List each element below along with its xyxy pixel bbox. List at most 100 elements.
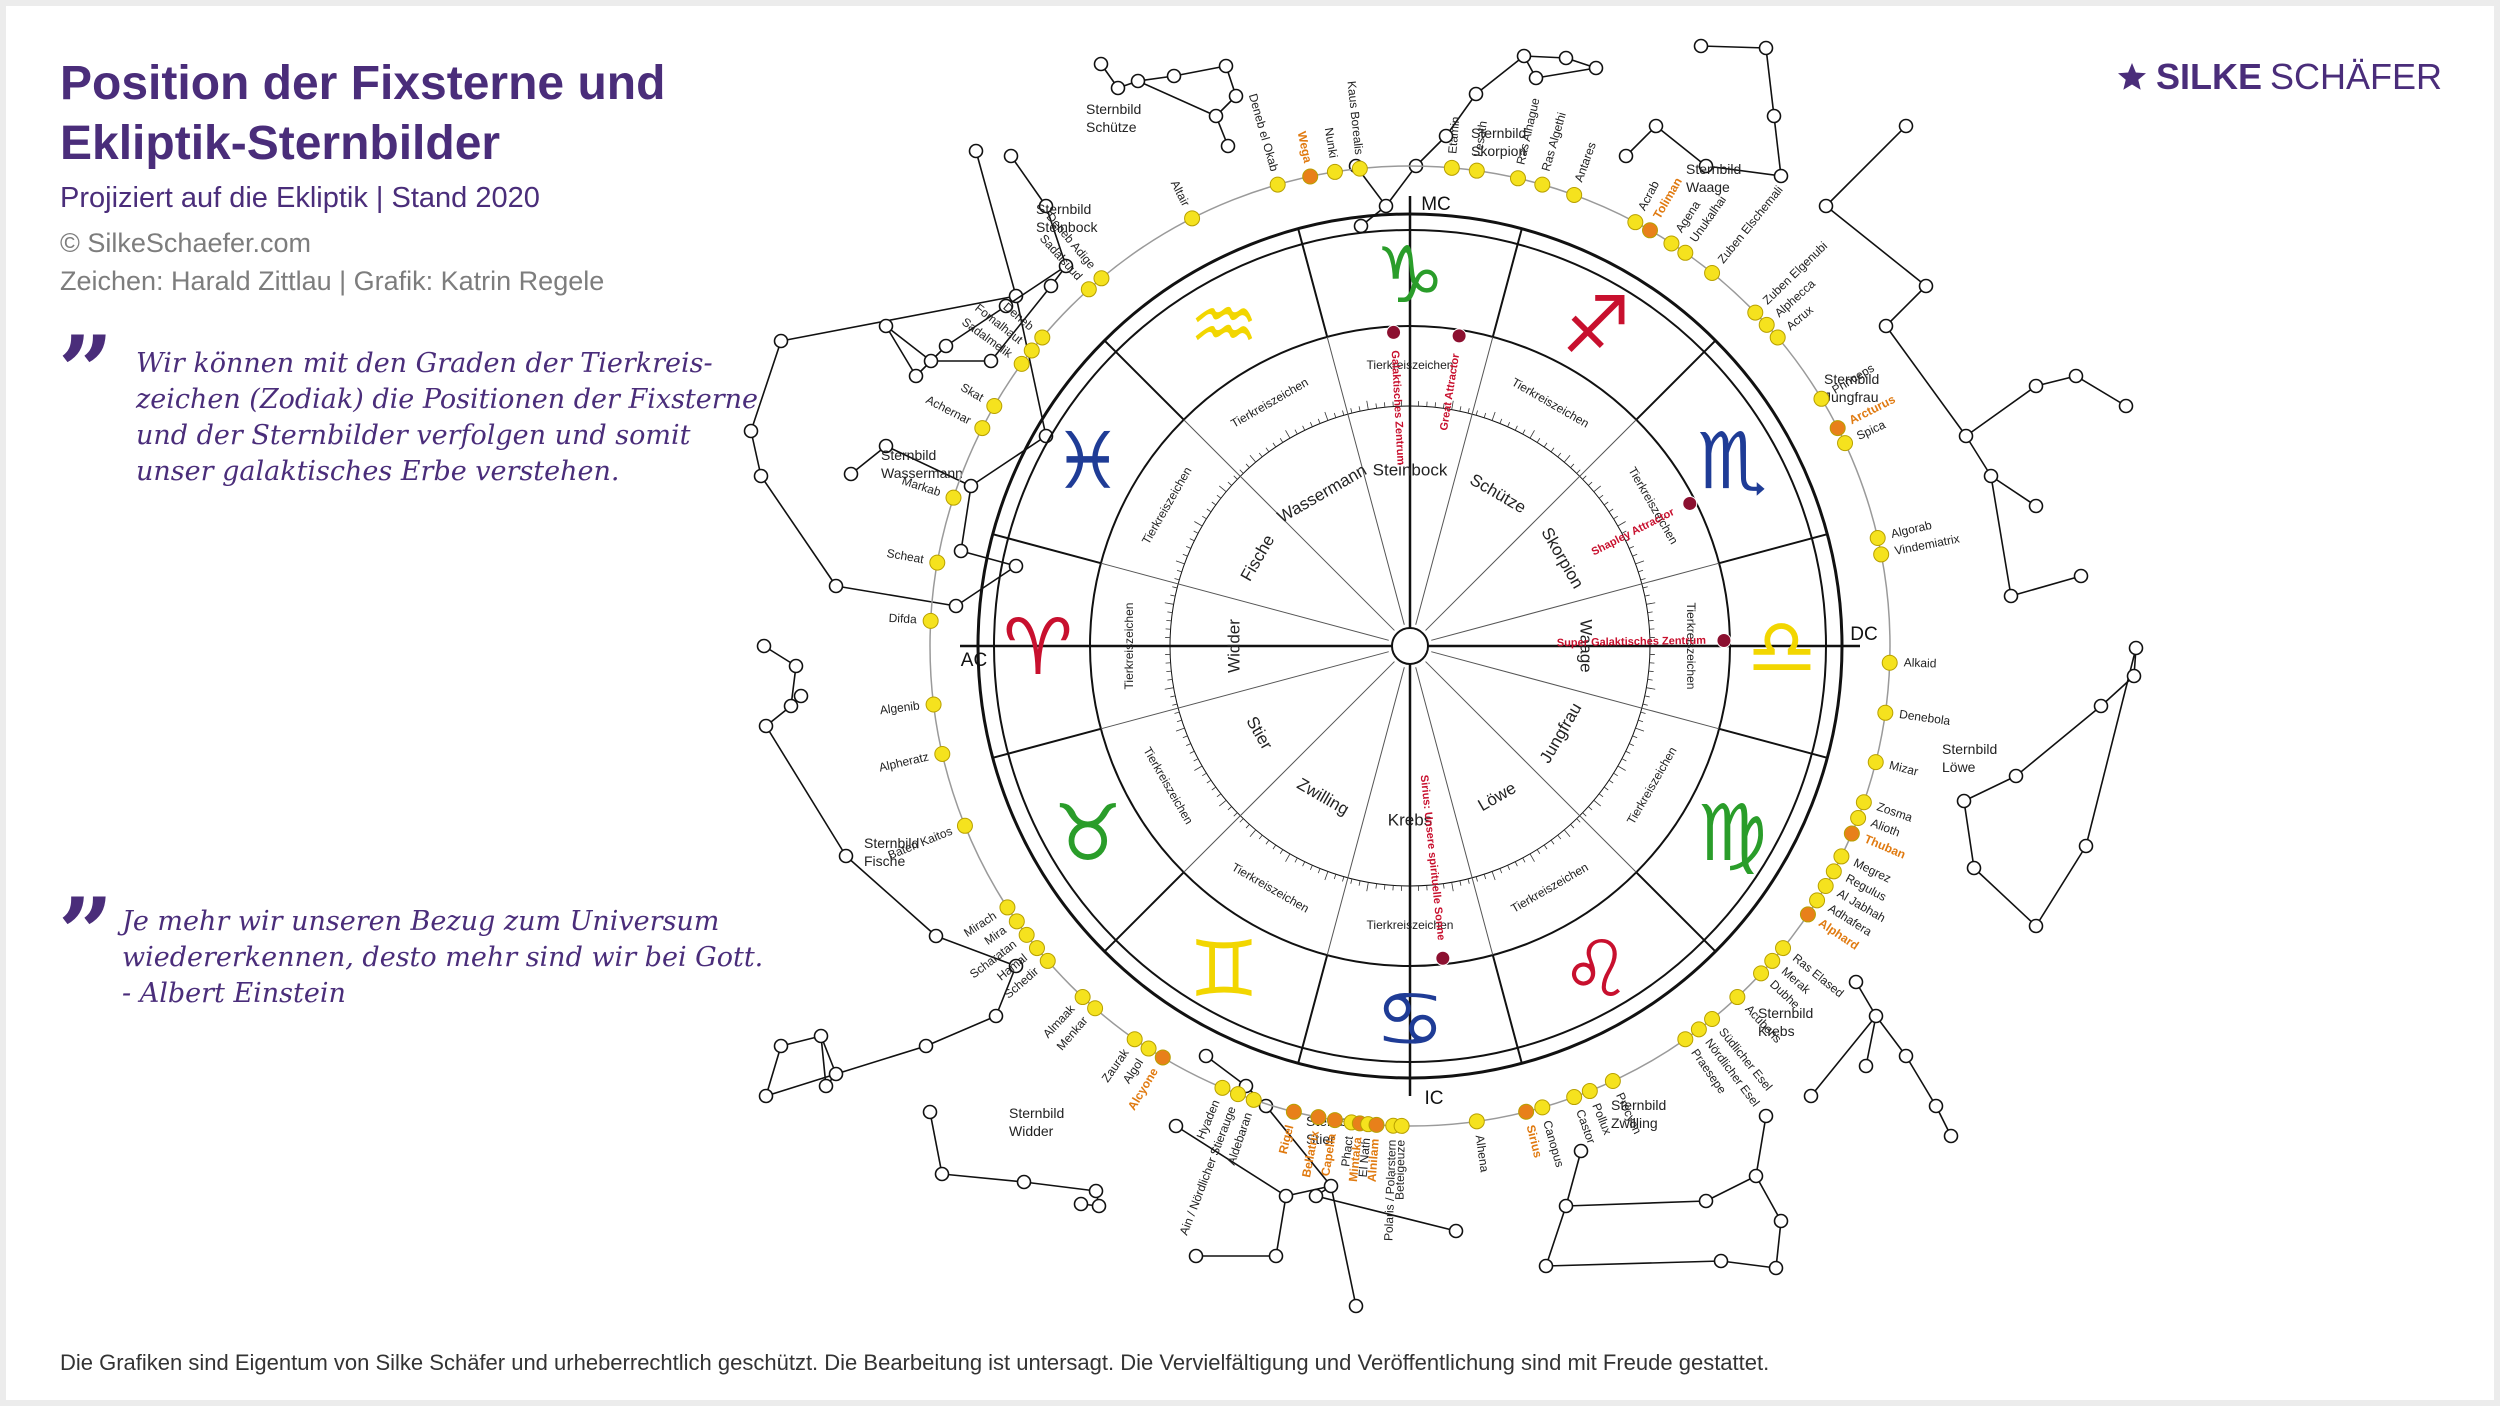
constellation-star bbox=[948, 598, 964, 614]
degree-tick bbox=[1189, 750, 1195, 754]
star-marker bbox=[1843, 825, 1860, 842]
degree-tick bbox=[1227, 806, 1232, 811]
star-label-33: Algenib bbox=[879, 698, 921, 717]
constellation-star bbox=[1468, 86, 1484, 102]
constellation-star bbox=[2008, 768, 2024, 784]
star-label-52: Phact bbox=[1338, 1135, 1356, 1168]
zodiac-label: Tierkreiszeichen bbox=[1140, 744, 1196, 826]
degree-tick bbox=[1451, 400, 1454, 410]
star-orbit-ring bbox=[929, 165, 1891, 1127]
constellation-star bbox=[2126, 668, 2142, 684]
star-label-34: Alpheratz bbox=[877, 749, 930, 774]
constellation-star bbox=[793, 688, 809, 704]
degree-tick bbox=[1514, 861, 1518, 867]
degree-tick bbox=[1570, 463, 1575, 468]
degree-tick bbox=[1189, 538, 1195, 542]
constellation-label-line2: Wassermann bbox=[881, 465, 963, 481]
page-subtitle: Projiziert auf die Ekliptik | Stand 2020 bbox=[60, 182, 540, 214]
star-label-54: El Nath bbox=[1356, 1137, 1373, 1177]
degree-ticks bbox=[1161, 397, 1659, 895]
constellation-star bbox=[1618, 148, 1634, 164]
degree-tick bbox=[1383, 884, 1386, 890]
star-marker bbox=[1690, 1021, 1707, 1038]
constellation-star bbox=[1208, 108, 1224, 124]
constellation-label-line2: Skorpion bbox=[1471, 143, 1526, 159]
star-marker bbox=[934, 745, 951, 762]
brand-logo[interactable]: SILKE SCHÄFER bbox=[2116, 56, 2442, 98]
constellation-star bbox=[983, 353, 999, 369]
sign-name-6: Waage bbox=[1577, 619, 1596, 672]
degree-tick bbox=[1638, 719, 1644, 723]
degree-tick bbox=[1642, 586, 1648, 589]
degree-tick bbox=[1434, 402, 1437, 408]
degree-tick bbox=[1366, 400, 1369, 410]
constellation-label-line2: Stier bbox=[1306, 1131, 1335, 1147]
constellation-label-line1: Sternbild bbox=[881, 447, 936, 463]
constellation-star bbox=[843, 466, 859, 482]
constellation-line bbox=[1045, 205, 1067, 267]
star-marker bbox=[1509, 170, 1526, 187]
star-label-16: Lesath bbox=[1471, 120, 1490, 158]
constellation-star bbox=[758, 1088, 774, 1104]
degree-tick bbox=[1265, 447, 1270, 453]
constellation-line bbox=[1825, 125, 1907, 207]
star-marker bbox=[925, 696, 942, 713]
star-marker bbox=[1093, 270, 1110, 287]
constellation-line bbox=[1175, 1125, 1287, 1197]
star-marker bbox=[1855, 794, 1872, 811]
star-marker bbox=[1443, 159, 1460, 176]
degree-tick bbox=[1216, 793, 1222, 798]
axis-label-ic: IC bbox=[1425, 1088, 1444, 1109]
degree-tick bbox=[1588, 806, 1593, 811]
glyph-divider bbox=[1491, 228, 1523, 338]
constellation-star bbox=[928, 928, 944, 944]
sector-divider bbox=[1431, 651, 1720, 730]
constellation-line bbox=[1015, 295, 1047, 437]
sign-glyph-0: ♈ bbox=[1003, 603, 1073, 693]
degree-tick bbox=[1640, 578, 1646, 581]
star-label-55: Alnilam bbox=[1365, 1138, 1382, 1182]
degree-tick bbox=[1467, 878, 1470, 884]
star-label-32: Difda bbox=[888, 611, 917, 626]
constellation-line bbox=[990, 285, 1052, 362]
constellation-star bbox=[1758, 1108, 1774, 1124]
constellation-line bbox=[1825, 205, 1927, 287]
star-label-53: Mintaka bbox=[1346, 1136, 1365, 1182]
sign-name-10: Wassermann bbox=[1274, 460, 1370, 526]
degree-tick bbox=[1557, 834, 1562, 840]
zodiac-label: Tierkreiszeichen bbox=[1139, 464, 1195, 546]
star-marker bbox=[1825, 863, 1842, 880]
degree-tick bbox=[1176, 719, 1182, 723]
star-marker bbox=[929, 554, 946, 571]
star-label-58: Alhena bbox=[1473, 1134, 1492, 1173]
constellation-star bbox=[1308, 1188, 1324, 1204]
constellation-star bbox=[783, 698, 799, 714]
infographic-page: Position der Fixsterne und Ekliptik-Ster… bbox=[6, 6, 2494, 1400]
degree-tick bbox=[1164, 602, 1174, 605]
degree-tick bbox=[1366, 882, 1369, 892]
star-label-60: Canopus bbox=[1540, 1119, 1567, 1169]
constellation-line bbox=[1990, 475, 2037, 507]
constellation-star bbox=[1088, 1183, 1104, 1199]
constellation-line bbox=[1445, 93, 1477, 137]
zodiac-label: Tierkreiszeichen bbox=[1367, 918, 1454, 932]
star-marker bbox=[1799, 906, 1816, 923]
constellation-star bbox=[1928, 1098, 1944, 1114]
degree-tick bbox=[1279, 438, 1284, 443]
degree-tick bbox=[1202, 515, 1207, 520]
constellation-star bbox=[1773, 168, 1789, 184]
constellation-line bbox=[2010, 575, 2082, 597]
constellation-line bbox=[1875, 1015, 1907, 1057]
constellation-line bbox=[765, 1073, 837, 1097]
degree-tick bbox=[1647, 611, 1653, 613]
constellation-line bbox=[780, 295, 1017, 342]
degree-tick bbox=[1174, 711, 1180, 714]
sign-name-2: Zwilling bbox=[1294, 774, 1353, 819]
axis-label-dc: DC bbox=[1850, 624, 1877, 645]
constellation-label-line1: Sternbild bbox=[1686, 161, 1741, 177]
degree-tick bbox=[1629, 545, 1634, 549]
degree-tick bbox=[1245, 463, 1250, 468]
constellation-line bbox=[995, 965, 1017, 1017]
degree-tick bbox=[1350, 878, 1353, 884]
